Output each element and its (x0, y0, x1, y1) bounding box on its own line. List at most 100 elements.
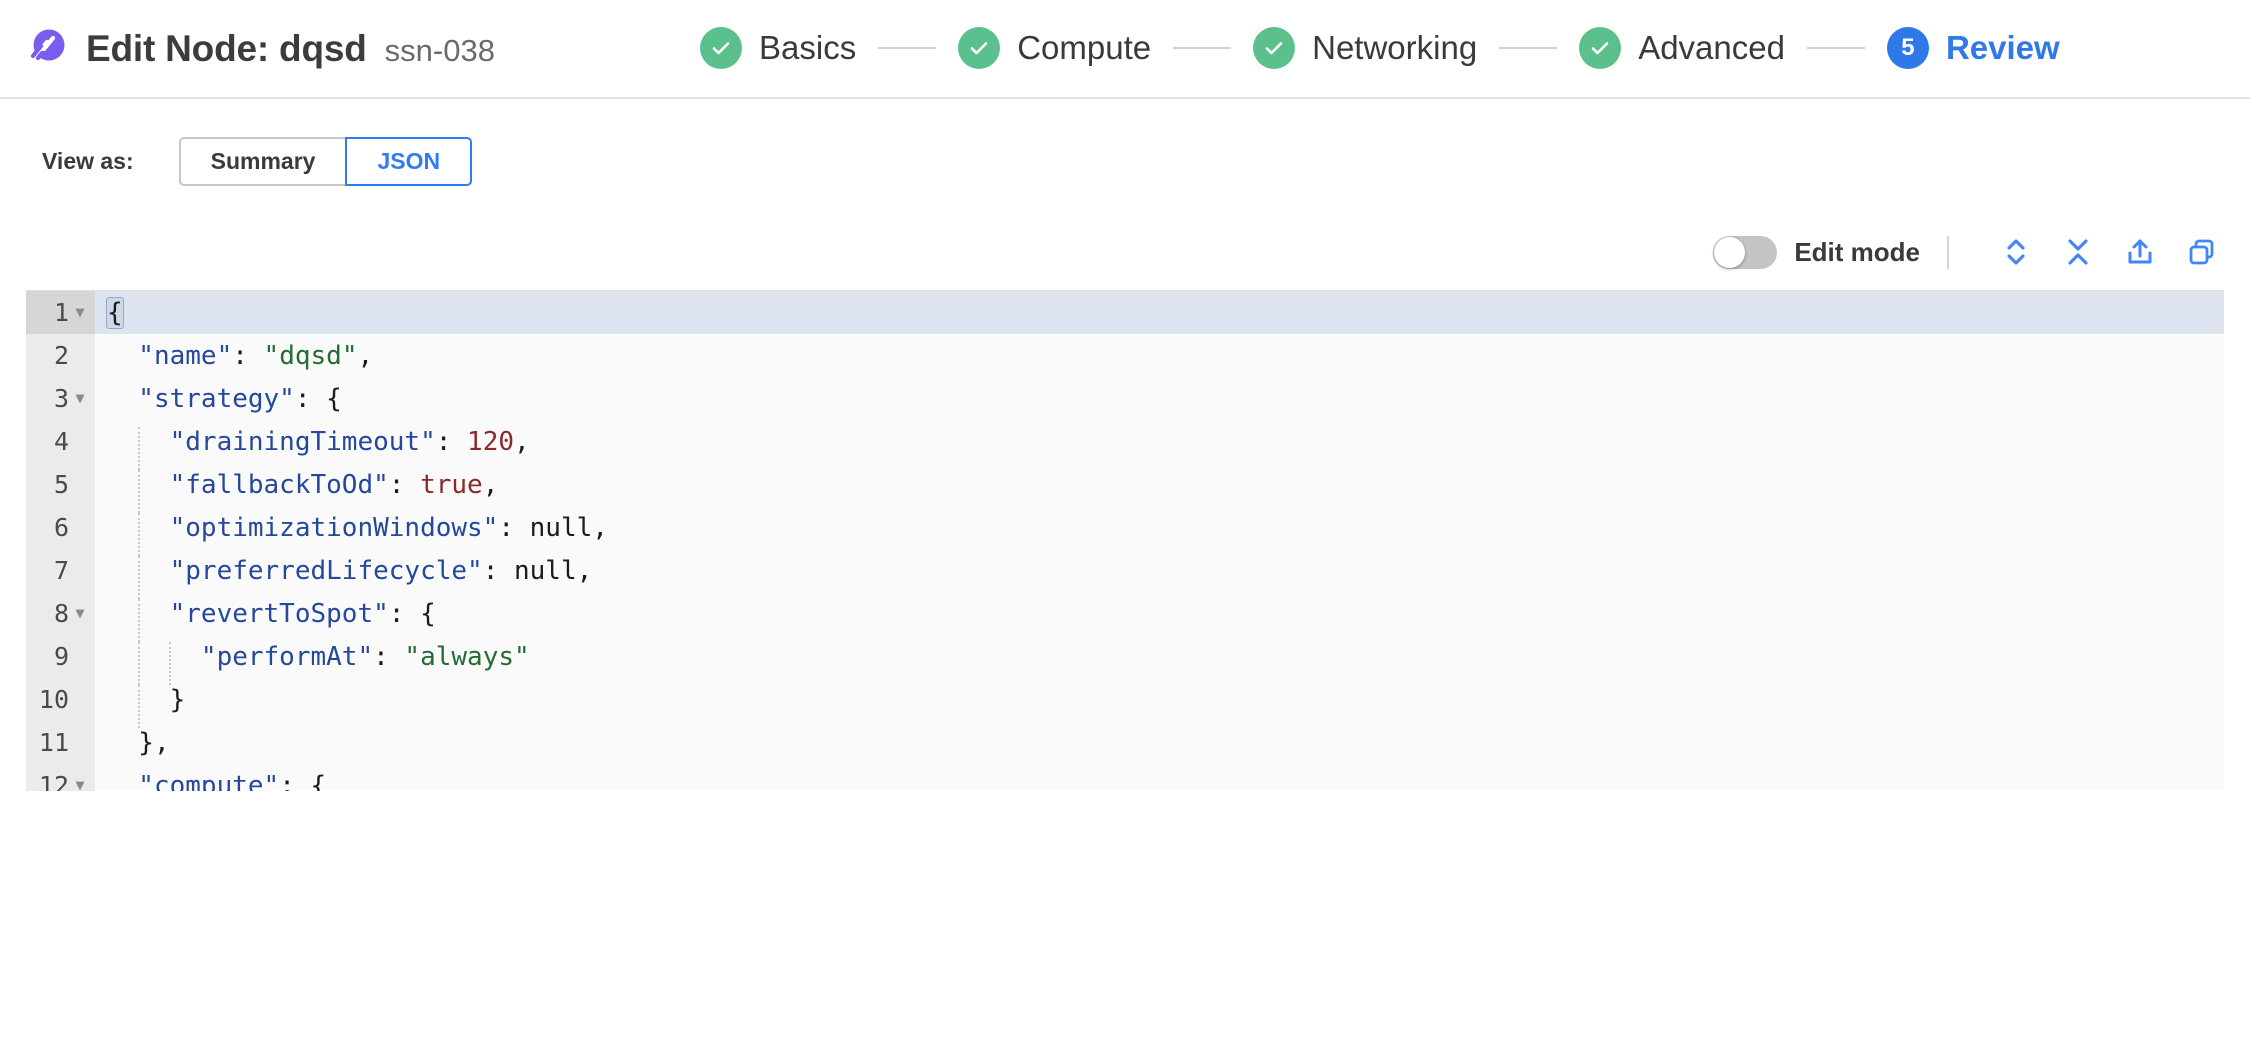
code-token-str: "dqsd" (263, 340, 358, 371)
fold-arrow-icon[interactable]: ▼ (75, 776, 85, 792)
step-number: 5 (1901, 33, 1915, 61)
code-line[interactable]: 6▼ "optimizationWindows": null, (26, 506, 2224, 556)
fold-arrow-icon[interactable]: ▼ (75, 389, 85, 407)
fold-arrow-icon[interactable]: ▼ (75, 303, 85, 321)
line-number-gutter: 8▼ (26, 592, 95, 635)
line-number: 6 (53, 513, 69, 542)
json-editor-content[interactable]: 1▼{2▼ "name": "dqsd",3▼ "strategy": {4▼ … (26, 291, 2224, 791)
step-check-icon (700, 26, 742, 69)
page-title: Edit Node: dqsd (86, 27, 367, 69)
code-line[interactable]: 2▼ "name": "dqsd", (26, 334, 2224, 377)
stepper-step-compute[interactable]: Compute (958, 26, 1152, 69)
stepper-connector (878, 46, 937, 49)
code-line[interactable]: 3▼ "strategy": { (26, 377, 2224, 420)
indent-guide (138, 684, 141, 728)
expand-all-icon[interactable] (1994, 232, 2038, 272)
code-text: "name": "dqsd", (95, 341, 2224, 371)
view-as-json-button[interactable]: JSON (345, 137, 473, 186)
fold-arrow-icon[interactable]: ▼ (75, 604, 85, 622)
stepper-label-advanced: Advanced (1638, 28, 1785, 66)
line-number: 2 (53, 341, 69, 370)
app-header: Edit Node: dqsd ssn-038 Basics Compute N… (0, 0, 2250, 99)
stepper-step-basics[interactable]: Basics (700, 26, 857, 69)
stepper-step-networking[interactable]: Networking (1253, 26, 1478, 69)
toolbar-divider (1947, 235, 1949, 269)
copy-icon[interactable] (2180, 232, 2224, 272)
indent-guide (169, 641, 172, 685)
line-number: 12 (38, 771, 69, 791)
code-token-key: "optimizationWindows" (107, 512, 499, 543)
code-text: "preferredLifecycle": null, (95, 555, 2224, 599)
code-line[interactable]: 12 ▼ "compute": { (26, 764, 2224, 791)
code-line[interactable]: 9▼ "performAt": "always" (26, 635, 2224, 685)
code-token-key: "performAt" (107, 641, 374, 672)
stepper-step-advanced[interactable]: Advanced (1579, 26, 1785, 69)
line-number: 9 (53, 642, 69, 671)
code-line[interactable]: 4▼ "drainingTimeout": 120, (26, 420, 2224, 470)
line-number-gutter: 12 ▼ (26, 764, 95, 791)
line-number-gutter: 10▼ (26, 678, 95, 721)
indent-guide (138, 555, 141, 599)
view-as-segmented-control: Summary JSON (178, 137, 473, 186)
code-line[interactable]: 8▼ "revertToSpot": { (26, 592, 2224, 642)
code-token-key: "name" (107, 340, 233, 371)
code-line[interactable]: 10▼ } (26, 678, 2224, 728)
code-text: "fallbackToOd": true, (95, 469, 2224, 513)
code-token-punc: : (482, 555, 514, 586)
step-check-icon (1253, 26, 1296, 69)
code-token-key: "compute" (107, 770, 280, 792)
wizard-stepper: Basics Compute Networking Advanced (700, 0, 2060, 95)
line-number-gutter: 6▼ (26, 506, 95, 549)
code-line[interactable]: 5▼ "fallbackToOd": true, (26, 463, 2224, 513)
code-token-key: "revertToSpot" (107, 598, 389, 629)
spot-logo-icon (22, 23, 68, 74)
code-token-punc: , (482, 469, 499, 500)
code-token-punc: : (388, 469, 421, 500)
header-title-block: Edit Node: dqsd ssn-038 (86, 28, 495, 70)
page-subtitle: ssn-038 (384, 32, 495, 68)
line-number-gutter: 3▼ (26, 377, 95, 420)
code-token-punc: : (435, 426, 468, 457)
line-number-gutter: 9▼ (26, 635, 95, 678)
code-token-str: "always" (404, 641, 530, 672)
line-number: 7 (53, 556, 69, 585)
code-token-punc: } (107, 684, 186, 715)
collapse-all-icon[interactable] (2056, 232, 2100, 272)
stepper-label-basics: Basics (759, 28, 857, 66)
app-logo (22, 26, 68, 72)
line-number: 1 (53, 298, 69, 327)
code-line[interactable]: 7▼ "preferredLifecycle": null, (26, 549, 2224, 599)
stepper-connector (1806, 46, 1865, 49)
line-number: 10 (38, 685, 69, 714)
code-token-key: "drainingTimeout" (107, 426, 436, 457)
code-text: "performAt": "always" (95, 641, 2224, 685)
code-token-punc: : { (388, 598, 436, 629)
code-line[interactable]: 11▼ }, (26, 721, 2224, 764)
code-line[interactable]: 1 ▼ { (26, 291, 2224, 334)
stepper-label-review: Review (1945, 28, 2060, 66)
stepper-step-review[interactable]: 5 Review (1886, 26, 2060, 69)
indent-guide (138, 641, 141, 685)
line-number: 4 (53, 427, 69, 456)
code-text: { (95, 296, 2224, 329)
step-check-icon (958, 26, 1001, 69)
indent-guide (138, 598, 141, 642)
stepper-label-compute: Compute (1017, 28, 1152, 66)
code-text: "compute": { (95, 771, 2224, 792)
indent-guide (138, 426, 141, 470)
line-number: 8 (53, 599, 69, 628)
code-token-punc: : (373, 641, 405, 672)
code-token-punc: , (592, 512, 608, 543)
json-editor[interactable]: 1▼{2▼ "name": "dqsd",3▼ "strategy": {4▼ … (26, 290, 2224, 791)
view-as-summary-button[interactable]: Summary (178, 137, 346, 186)
stepper-label-networking: Networking (1312, 28, 1478, 66)
line-number-gutter: 7▼ (26, 549, 95, 592)
export-icon[interactable] (2118, 232, 2162, 272)
line-number-gutter: 2▼ (26, 334, 95, 377)
line-number: 3 (53, 384, 69, 413)
code-text: "revertToSpot": { (95, 598, 2224, 642)
line-number: 11 (38, 728, 69, 757)
code-token-key: "fallbackToOd" (107, 469, 389, 500)
code-token-punc: : { (279, 770, 327, 792)
edit-mode-toggle[interactable] (1713, 235, 1778, 269)
